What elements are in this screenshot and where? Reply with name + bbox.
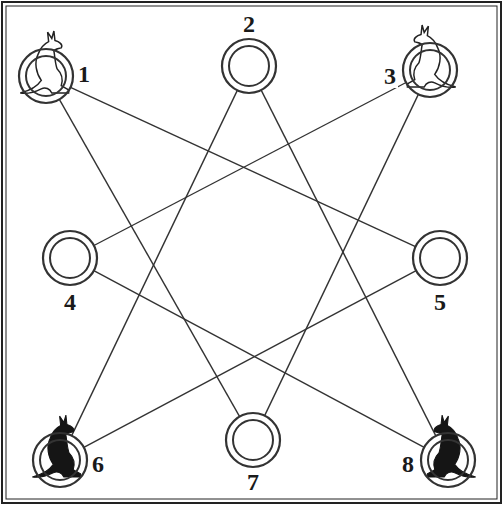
ring-inner (420, 238, 460, 278)
ring-outer (403, 43, 457, 97)
ring-inner (428, 440, 468, 480)
ring-outline (418, 430, 478, 490)
ring-outer (43, 231, 97, 285)
ring-inner (233, 420, 273, 460)
position-number: 5 (432, 290, 448, 314)
ring-outer (19, 49, 73, 103)
move-line (265, 94, 419, 415)
position-circle: 4 (40, 228, 100, 288)
ring-outline (219, 36, 279, 96)
ring-outline (400, 40, 460, 100)
position-number: 4 (62, 290, 78, 314)
ring-inner (50, 238, 90, 278)
ring-outer (33, 433, 87, 487)
position-circle: 7 (223, 410, 283, 470)
ring-outer (222, 39, 276, 93)
ring-inner (26, 56, 66, 96)
position-circle: 8 (418, 430, 478, 490)
frame-border (6, 6, 497, 499)
ring-outer (413, 231, 467, 285)
ring-outline (223, 410, 283, 470)
ring-outline (410, 228, 470, 288)
ring-outline (16, 46, 76, 106)
move-line (94, 82, 406, 245)
move-line (59, 99, 239, 416)
position-circle: 5 (410, 228, 470, 288)
position-circle: 2 (219, 36, 279, 96)
ring-outline (40, 228, 100, 288)
position-number: 6 (90, 452, 106, 476)
ring-inner (229, 46, 269, 86)
position-number: 1 (76, 62, 92, 86)
move-line (261, 90, 436, 436)
ring-outline (30, 430, 90, 490)
position-circle: 3 (400, 40, 460, 100)
position-number: 8 (400, 452, 416, 476)
ring-inner (40, 440, 80, 480)
position-circle: 1 (16, 46, 76, 106)
position-number: 7 (245, 470, 261, 494)
position-circle: 6 (30, 430, 90, 490)
position-number: 2 (241, 12, 257, 36)
ring-inner (410, 50, 450, 90)
ring-outer (226, 413, 280, 467)
position-number: 3 (382, 64, 398, 88)
ring-outer (421, 433, 475, 487)
